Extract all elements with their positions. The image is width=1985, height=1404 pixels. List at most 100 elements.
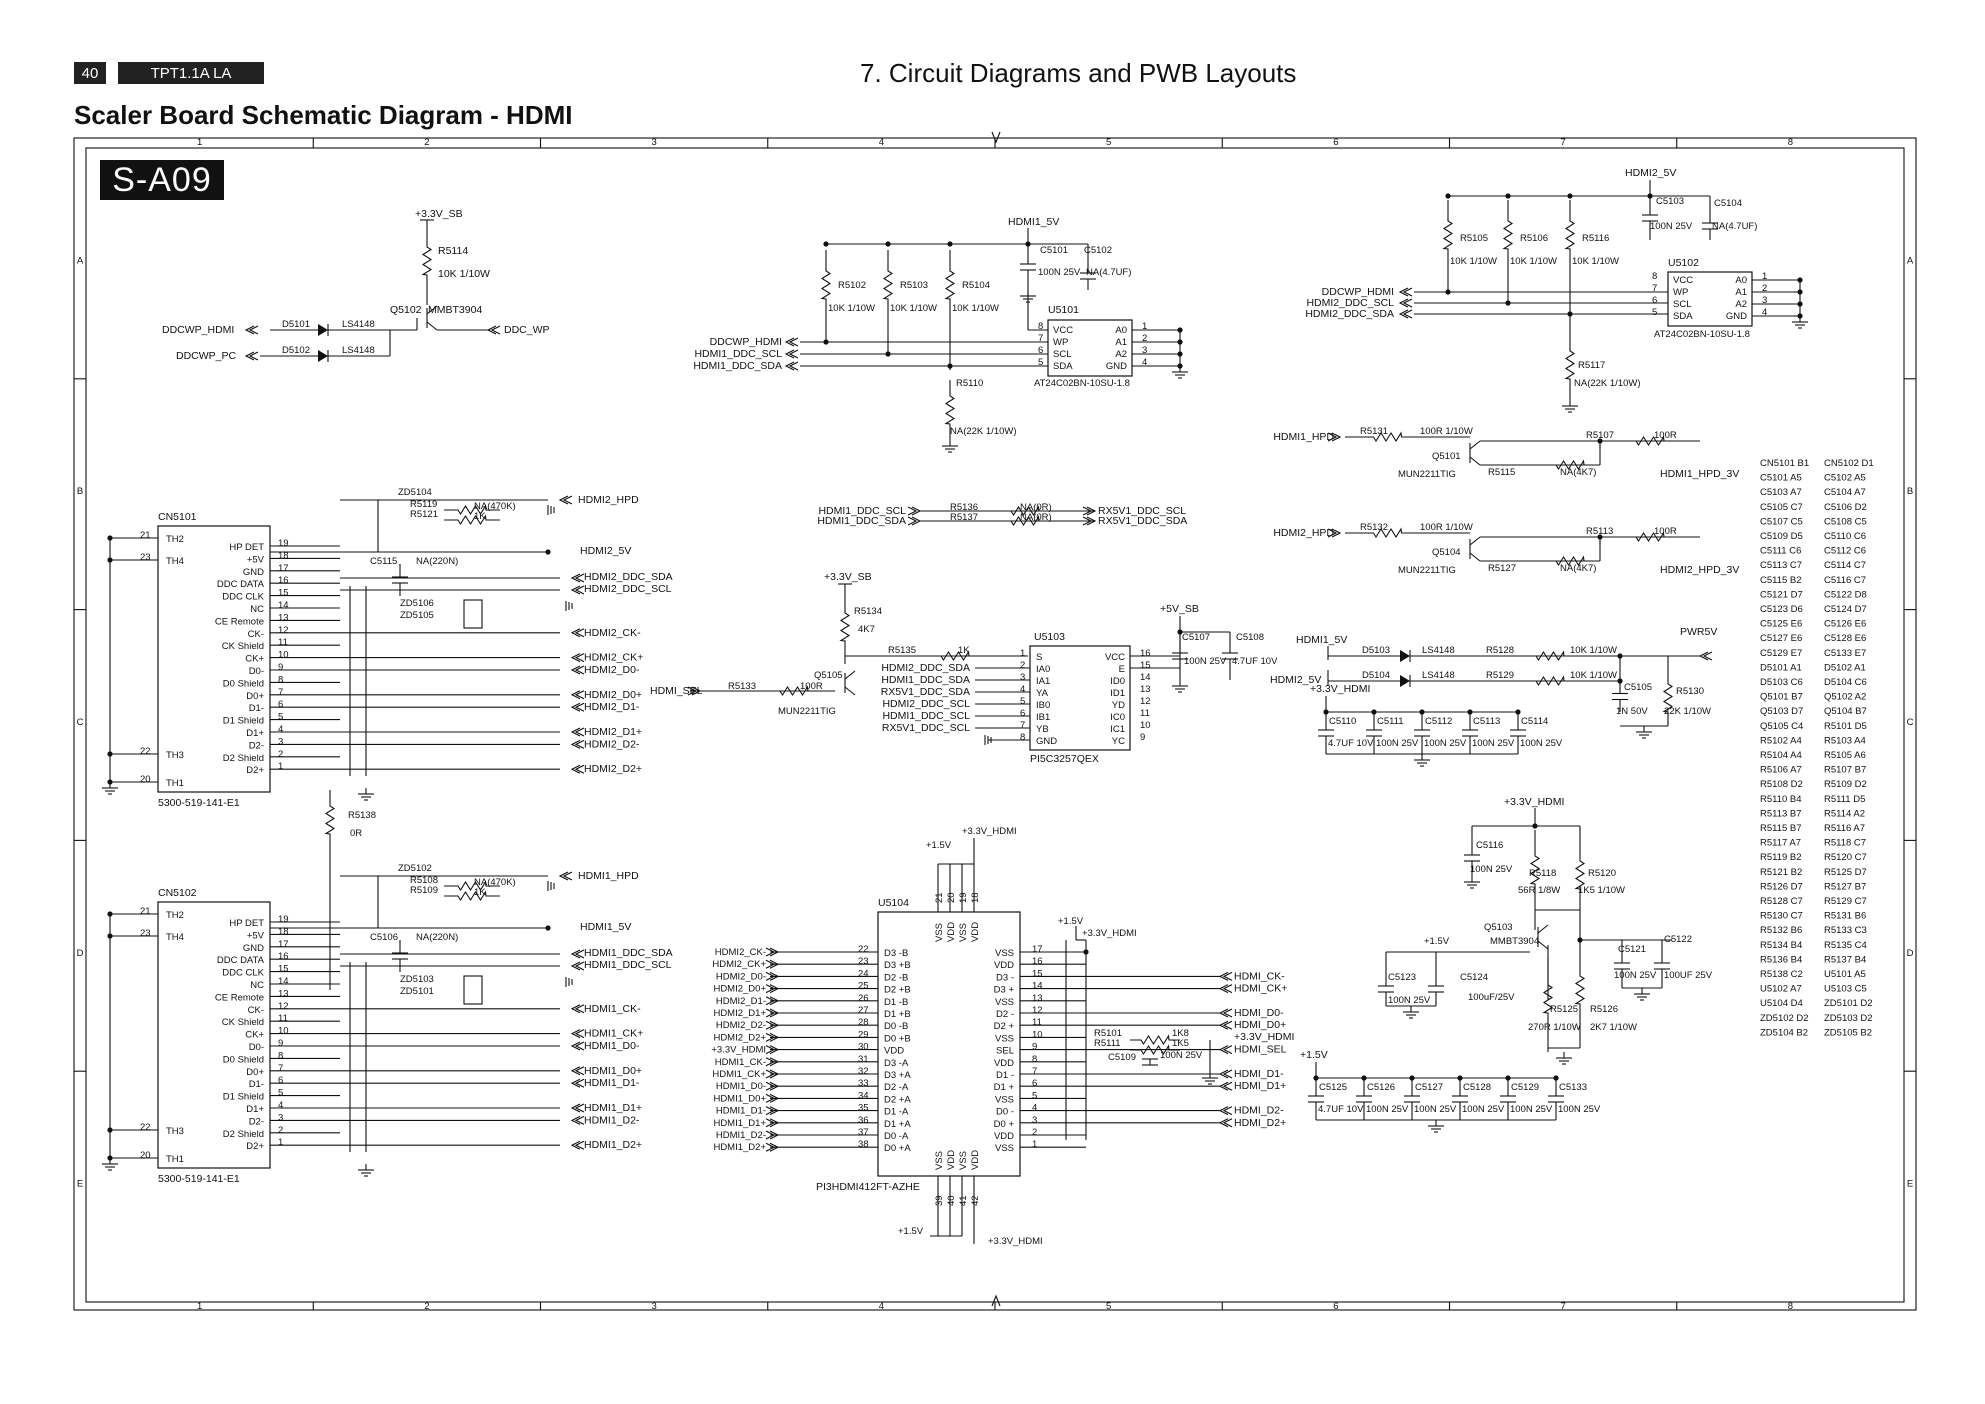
label: HDMI2_D2+ [584,763,642,775]
wire [1331,432,1342,442]
label: 27 [858,1005,869,1016]
label: HDMI1_DDC_SDA [584,947,673,959]
col-label-bottom: 5 [1106,1301,1111,1312]
label: 12 [278,1001,289,1012]
location-entry: R5103 A4 [1824,735,1866,746]
label: D2+ [246,765,264,776]
wire [570,1029,581,1039]
wire [765,1069,776,1079]
label: NA(4.7UF) [1086,267,1131,278]
label: 19 [958,892,969,903]
location-entry: R5108 D2 [1760,779,1803,790]
label: 13 [278,988,289,999]
label: D0 + [994,1119,1015,1130]
label: 17 [278,563,289,574]
label: C5124 [1460,972,1488,983]
label: D0 +B [884,1033,911,1044]
label: 12 [278,625,289,636]
label: 15 [1032,968,1043,979]
junction-dot [107,1127,113,1133]
label: 10K 1/10W [1570,645,1617,656]
label: 22 [140,746,151,757]
location-entry: R5133 C3 [1824,925,1867,936]
label: 1K [958,645,970,656]
page-title: Scaler Board Schematic Diagram - HDMI [74,100,573,130]
label: LS4148 [1422,670,1455,681]
label: HDMI2_D1- [716,996,766,1007]
label: HDMI1_D2- [584,1114,640,1126]
label: 100uF/25V [1468,992,1515,1003]
wire [1222,1106,1233,1116]
diode [1400,650,1410,662]
wire [574,1115,585,1125]
wire [570,585,581,595]
label: R5131 [1360,426,1388,437]
label: D0 - [996,1107,1014,1118]
label: 12 [1140,696,1151,707]
label: 10K 1/10W [890,303,937,314]
label: C5128 [1463,1082,1491,1093]
label: SCL [1053,349,1071,360]
wire [765,1106,776,1116]
label: U5104 [878,897,909,909]
wire [844,670,856,680]
label: R5101 [1094,1028,1122,1039]
wire [1398,287,1409,297]
location-entry: R5118 C7 [1824,838,1866,849]
label: 24 [858,968,869,979]
wire [574,1004,585,1014]
location-entry: R5131 B6 [1824,911,1866,922]
label: 3 [278,1112,283,1123]
label: 14 [1140,672,1151,683]
wire [574,1103,585,1113]
label: 270R 1/10W [1528,1022,1581,1033]
label: R5126 [1590,1004,1618,1015]
wire [1620,531,1680,543]
junction-dot [1505,300,1511,306]
model-badge: TPT1.1A LA [118,62,264,84]
label: YA [1036,688,1049,699]
label: VCC [1673,275,1693,286]
wire [991,1294,1001,1307]
label: 19 [278,914,289,925]
label: HDMI1_D1- [584,1077,640,1089]
label: 20 [140,1150,151,1161]
location-entry: C5106 D2 [1824,502,1867,513]
label: C5109 [1108,1052,1136,1063]
label: R5104 [962,280,990,291]
label: 100R 1/10W [1420,522,1473,533]
location-entry: C5103 A7 [1760,487,1802,498]
label: VSS [934,923,945,942]
label: R5116 [1582,233,1609,244]
wire [765,996,776,1006]
label: D5104 [1362,670,1390,681]
label: C5114 [1521,716,1548,727]
label: HDMI1_D0- [716,1081,766,1092]
label: PI5C3257QEX [1030,753,1099,765]
wire [1402,309,1413,319]
location-entry: C5111 C6 [1760,546,1801,557]
location-entry: C5114 C7 [1824,560,1866,571]
label: Q5104 [1432,547,1461,558]
location-entry: R5110 B4 [1760,794,1802,805]
label: 11 [278,637,288,648]
label: 38 [858,1139,869,1150]
label: C5103 [1656,196,1684,207]
label: D1 -B [884,997,908,1008]
label: TH3 [166,750,184,761]
label: 18 [278,926,289,937]
zener [463,599,483,629]
label: 9 [278,662,283,673]
col-label-top: 8 [1788,137,1793,148]
junction-dot [1567,193,1573,199]
label: 12 [1032,1005,1043,1016]
label: D1+ [246,728,264,739]
location-entry: R5106 A7 [1760,765,1802,776]
wire [765,1008,776,1018]
location-entry: C5102 A5 [1824,473,1866,484]
label: AT24C02BN-10SU-1.8 [1034,378,1130,389]
wire [1469,456,1481,466]
label: D2+ [246,1141,264,1152]
